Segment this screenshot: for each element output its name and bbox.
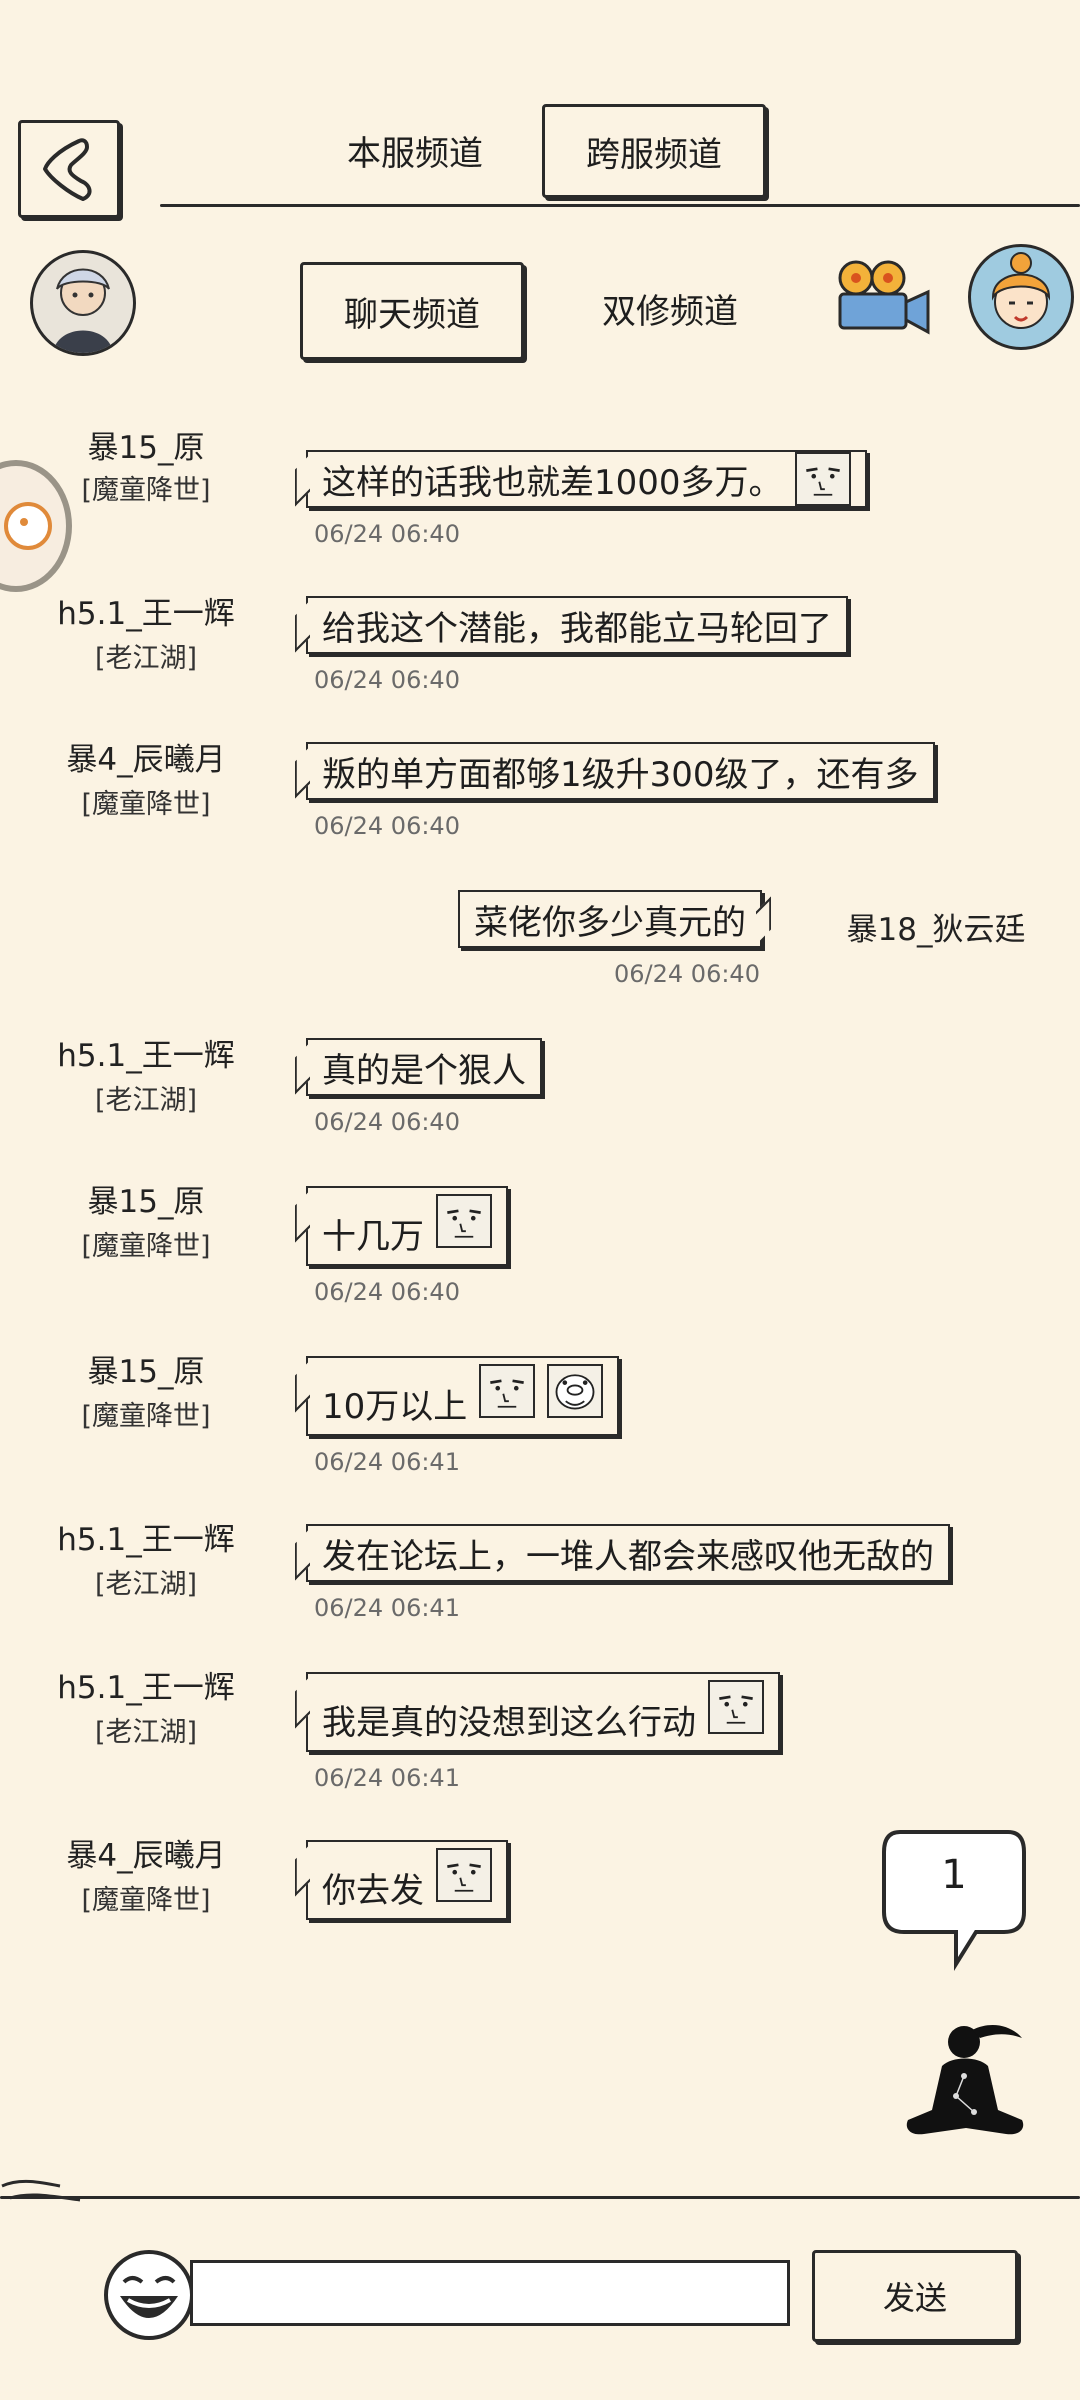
face-sticker-icon <box>436 1194 492 1248</box>
tab-cross-server-label: 跨服频道 <box>586 134 722 175</box>
tab-chat-channel[interactable]: 聊天频道 <box>300 262 524 360</box>
message-text: 10万以上 <box>322 1387 468 1427</box>
back-button[interactable] <box>18 120 120 218</box>
tab-cross-server[interactable]: 跨服频道 <box>542 104 766 198</box>
sender-guild: [魔童降世] <box>81 475 211 506</box>
face-sticker-icon <box>708 1680 764 1734</box>
sender-name: h5.1_王一辉 <box>57 1670 235 1706</box>
message-bubble[interactable]: 发在论坛上，一堆人都会来感叹他无敌的 <box>306 1524 950 1582</box>
message-text: 给我这个潜能，我都能立马轮回了 <box>322 608 832 649</box>
bottom-divider <box>0 2196 1080 2199</box>
sender-name: 暴15_原 <box>87 430 205 466</box>
avatar-self-icon <box>53 268 113 353</box>
cultivation-button[interactable] <box>902 2016 1032 2146</box>
message-bubble-own[interactable]: 菜佬你多少真元的 <box>458 890 762 948</box>
emoji-button[interactable] <box>102 2248 196 2342</box>
sender-guild: [魔童降世] <box>81 1401 211 1432</box>
sender-guild: [老江湖] <box>94 1569 198 1600</box>
sender-guild: [老江湖] <box>94 1717 198 1748</box>
message-text: 十几万 <box>322 1217 424 1257</box>
message-time: 06/24 06:40 <box>314 1108 460 1136</box>
sender-guild: [魔童降世] <box>81 789 211 820</box>
sender-guild: [老江湖] <box>94 643 198 674</box>
message-time: 06/24 06:41 <box>314 1594 460 1622</box>
sender-name: 暴15_原 <box>87 1354 205 1390</box>
tab-local-server-label: 本服频道 <box>347 133 483 174</box>
sender-guild: [魔童降世] <box>81 1231 211 1262</box>
message-text: 你去发 <box>322 1871 424 1911</box>
emoji-face-icon <box>104 2250 194 2340</box>
chat-input[interactable] <box>190 2260 790 2326</box>
message-text: 这样的话我也就差1000多万。 <box>322 462 783 503</box>
avatar-girl-icon <box>991 252 1051 329</box>
meditation-figure-icon <box>906 2024 1024 2135</box>
sender-name: h5.1_王一辉 <box>57 1522 235 1558</box>
message-text: 叛的单方面都够1级升300级了，还有多 <box>322 754 919 795</box>
message-time: 06/24 06:40 <box>314 520 460 548</box>
message-time: 06/24 06:40 <box>614 960 760 988</box>
tab-local-server[interactable]: 本服频道 <box>320 110 510 190</box>
back-icon <box>43 138 92 201</box>
avatar[interactable] <box>30 250 136 356</box>
message-bubble[interactable]: 叛的单方面都够1级升300级了，还有多 <box>306 742 935 800</box>
mascot-icon <box>4 502 52 550</box>
unread-message-badge[interactable]: 1 <box>880 1822 1028 1972</box>
send-button[interactable]: 发送 <box>812 2250 1018 2342</box>
video-camera-icon <box>838 260 930 335</box>
avatar-girl-button[interactable] <box>968 244 1074 350</box>
message-bubble[interactable]: 10万以上 <box>306 1356 620 1436</box>
message-time: 06/24 06:40 <box>314 812 460 840</box>
send-button-label: 发送 <box>882 2279 947 2317</box>
message-bubble[interactable]: 真的是个狠人 <box>306 1038 542 1096</box>
speech-bubble-icon <box>882 1830 1026 1971</box>
tab-dual-cultivation[interactable]: 双修频道 <box>560 268 780 348</box>
message-time: 06/24 06:41 <box>314 1448 460 1476</box>
message-bubble[interactable]: 给我这个潜能，我都能立马轮回了 <box>306 596 848 654</box>
message-text: 真的是个狠人 <box>322 1050 526 1091</box>
face-sticker-icon <box>794 452 851 506</box>
face-sticker-icon <box>479 1364 536 1418</box>
sender-name: 暴4_辰曦月 <box>66 1838 226 1874</box>
message-text: 菜佬你多少真元的 <box>474 902 746 943</box>
message-bubble[interactable]: 十几万 <box>306 1186 508 1266</box>
video-button[interactable] <box>826 256 936 340</box>
tab-dual-cultivation-label: 双修频道 <box>602 291 738 332</box>
wave-decoration <box>1 2179 81 2202</box>
chat-message-list[interactable]: 暴15_原 [魔童降世] 这样的话我也就差1000多万。 06/24 06:40… <box>0 430 1080 1935</box>
message-time: 06/24 06:40 <box>314 666 460 694</box>
message-text: 发在论坛上，一堆人都会来感叹他无敌的 <box>322 1536 934 1577</box>
message-time: 06/24 06:41 <box>314 1764 460 1792</box>
sender-name: 暴4_辰曦月 <box>66 742 226 778</box>
pig-sticker-icon <box>547 1364 604 1418</box>
tab-chat-channel-label: 聊天频道 <box>344 294 480 335</box>
status-bar-area <box>0 0 1080 92</box>
sender-name: h5.1_王一辉 <box>57 596 235 632</box>
divider <box>160 204 1080 207</box>
message-bubble[interactable]: 我是真的没想到这么行动 <box>306 1672 780 1752</box>
message-bubble[interactable]: 这样的话我也就差1000多万。 <box>306 450 867 508</box>
unread-count: 1 <box>941 1852 967 1898</box>
face-sticker-icon <box>436 1848 492 1902</box>
sender-name: 暴15_原 <box>87 1184 205 1220</box>
floating-activity-button[interactable] <box>0 460 72 592</box>
sender-name: h5.1_王一辉 <box>57 1038 235 1074</box>
sender-guild: [魔童降世] <box>81 1885 211 1916</box>
message-bubble[interactable]: 你去发 <box>306 1840 508 1920</box>
sender-name-own: 暴18_狄云廷 <box>846 912 1026 948</box>
message-time: 06/24 06:40 <box>314 1278 460 1306</box>
message-text: 我是真的没想到这么行动 <box>322 1703 696 1743</box>
sender-guild: [老江湖] <box>94 1085 198 1116</box>
